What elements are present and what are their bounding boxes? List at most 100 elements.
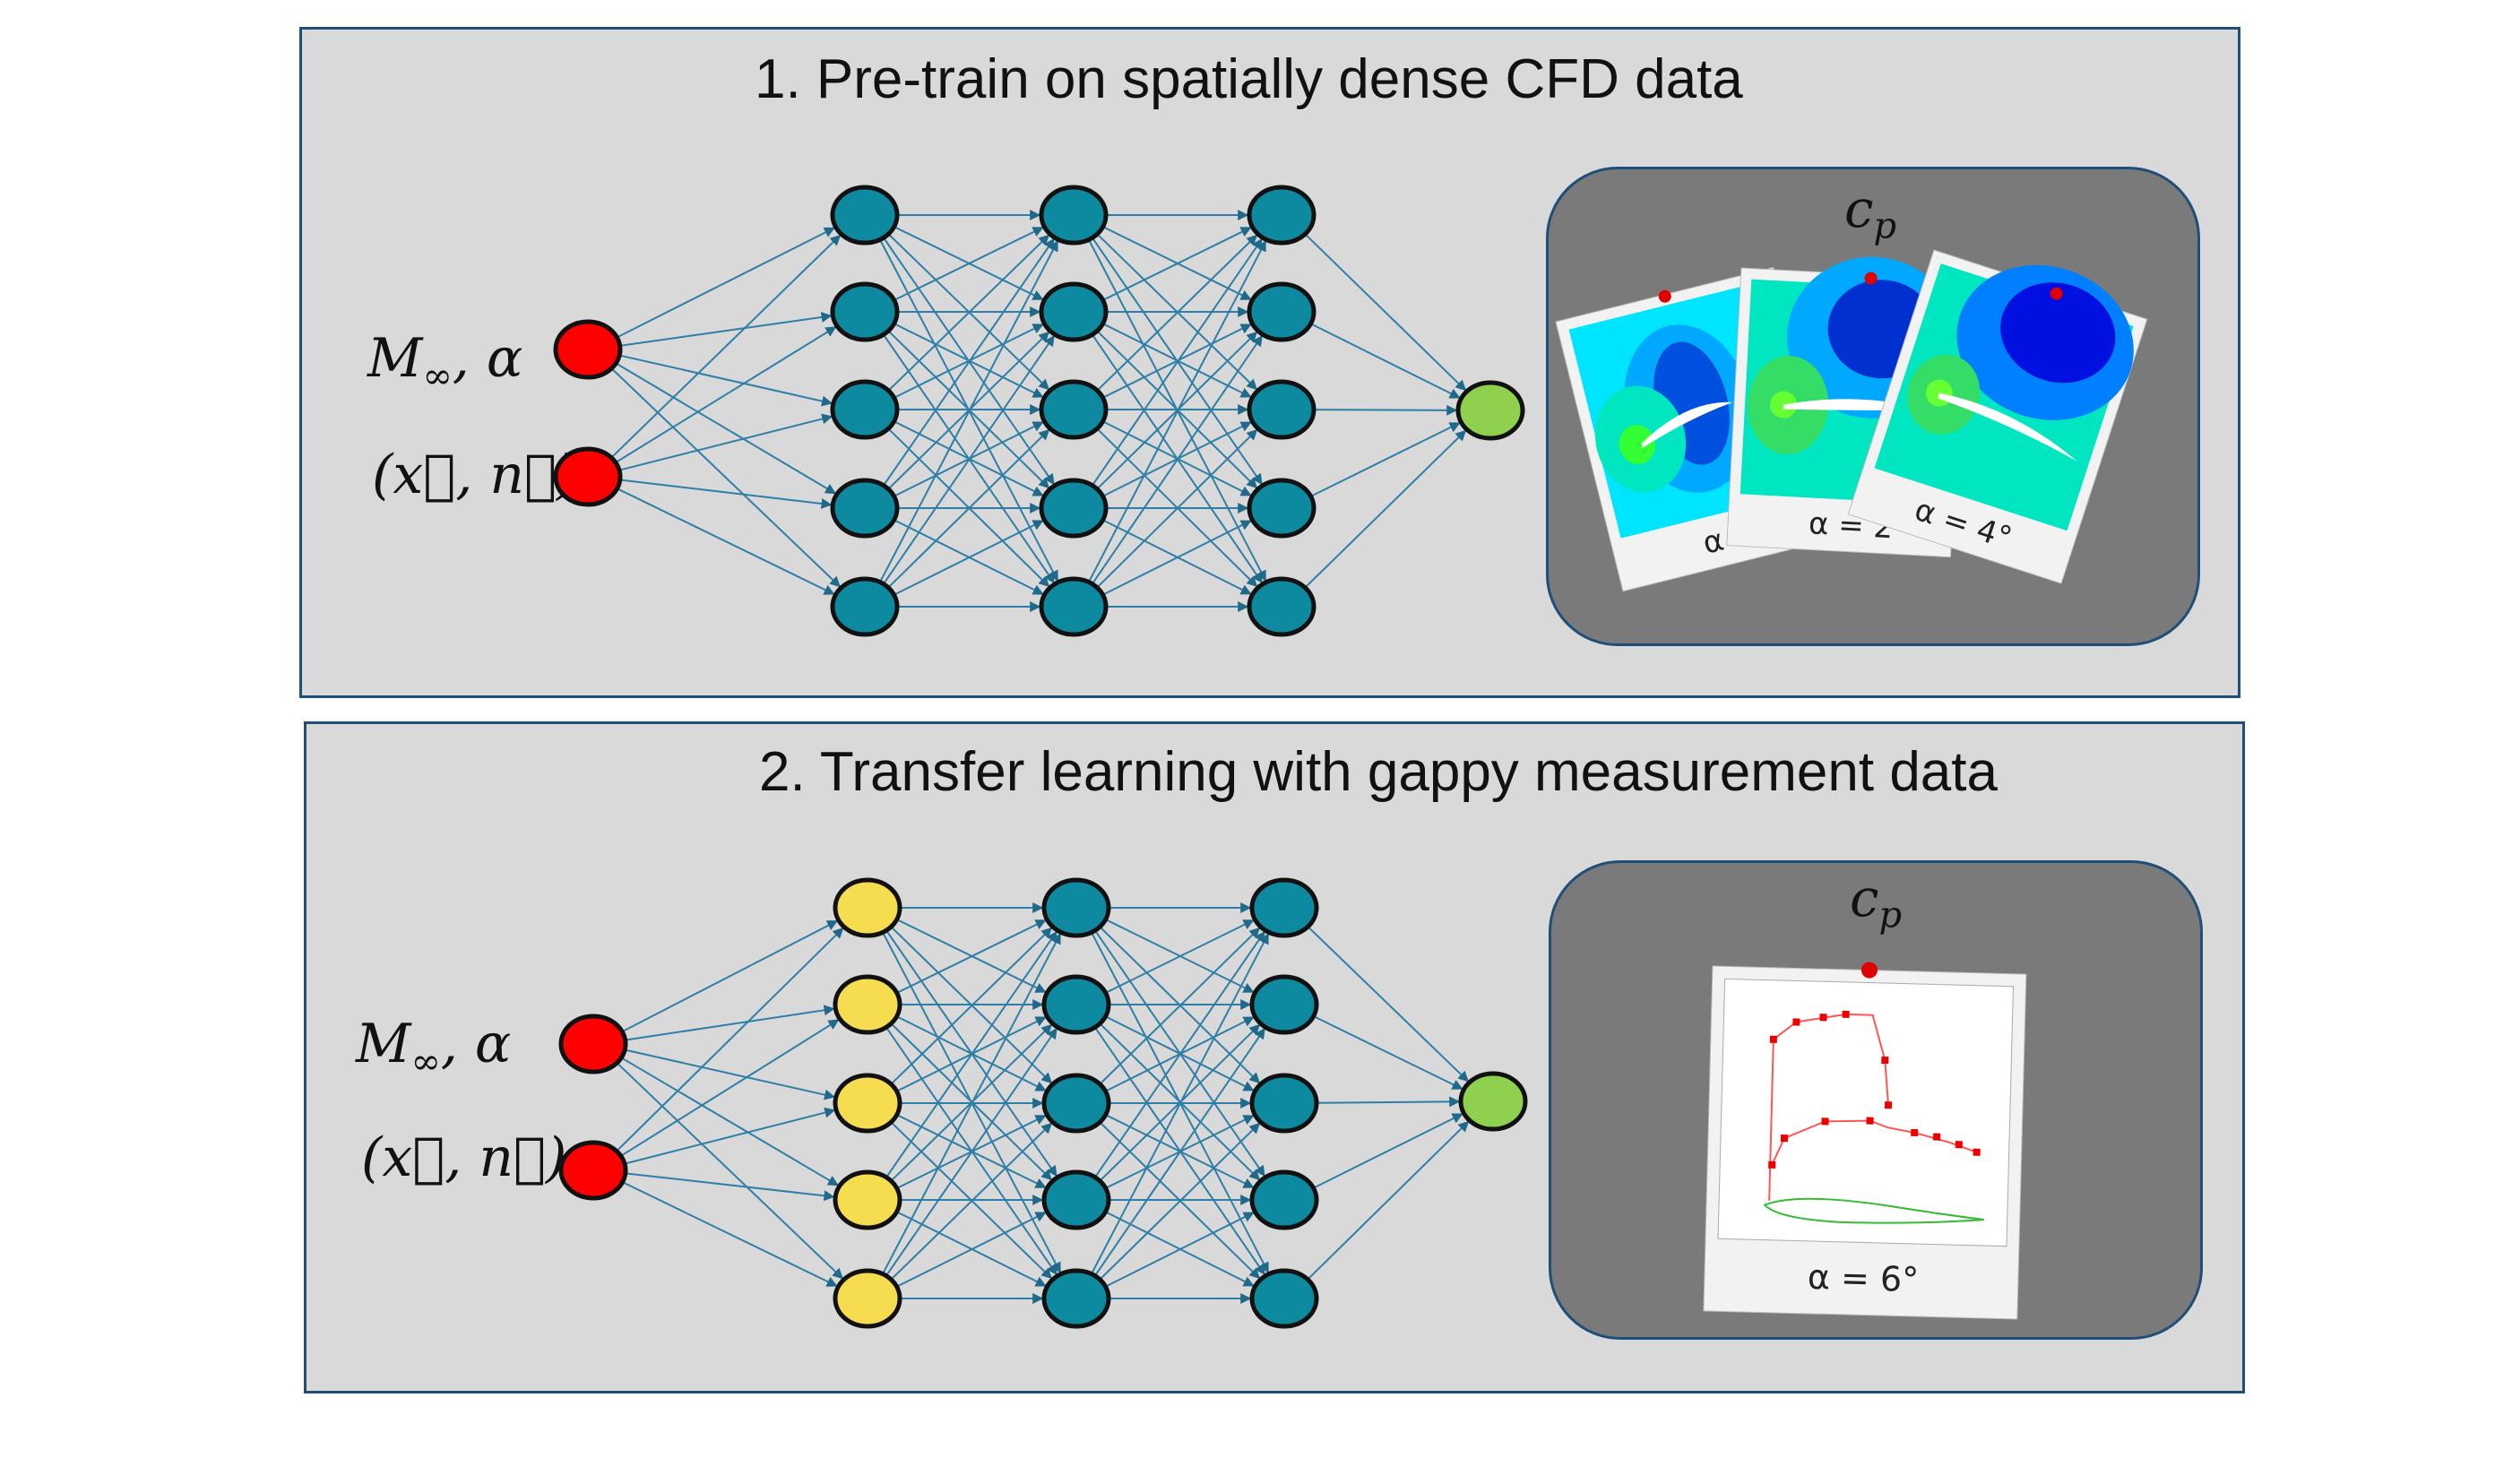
network-edge [1099,1122,1261,1281]
network-edge [610,367,842,588]
network-edge [890,927,1053,1085]
network-edge [620,1057,840,1186]
network-edge [894,520,1044,596]
hidden-node [1247,185,1317,246]
hidden-node [1247,379,1317,440]
network-edge [887,428,1050,589]
output-quantity-label: cp [1844,178,1897,247]
network-edge [885,1027,1058,1277]
measurement-photo-svg: α = 6° [1703,962,2027,1320]
hidden-node [1039,478,1109,539]
network-edge [1316,1096,1461,1108]
hidden-node [1041,877,1111,938]
panel-title: 1. Pre-train on spatially dense CFD data [755,48,1743,110]
input-label-position-normal: (x⃗, n⃗) [361,1126,567,1189]
neural-network-2 [558,877,1528,1329]
network-edge [615,362,837,495]
hidden-node [830,478,900,539]
network-edge [616,927,844,1152]
network-edge [1096,428,1258,589]
hidden-node [1039,379,1109,440]
network-edge [1313,1113,1463,1189]
network-edge [625,1005,835,1041]
output-node [1455,380,1525,441]
network-edge [618,413,833,471]
network-edge [1105,1212,1255,1288]
panel-title: 2. Transfer learning with gappy measurem… [759,741,1998,803]
hidden-node [833,877,902,938]
network-edge [1310,323,1461,399]
network-edge [610,234,842,459]
network-edge [882,933,1061,1275]
network-edge [896,1212,1047,1288]
network-edge [1093,1027,1265,1277]
network-edge [883,237,1055,487]
network-edge [615,326,837,463]
network-edge [621,919,839,1033]
network-edge [618,354,833,407]
hidden-node [1247,281,1317,342]
hidden-node [1039,576,1109,637]
network-edge [617,487,835,595]
hidden-node [1249,974,1319,1035]
network-edge [1313,1015,1463,1091]
hidden-node [1039,185,1109,246]
input-label-mach-alpha: M∞, α [356,1013,512,1083]
hidden-node [1249,877,1319,938]
input-node [558,1014,628,1074]
network-edge [894,226,1044,301]
network-edge [624,1048,836,1100]
measurement-snapshot-box: cp [1549,860,2203,1340]
hidden-node [1041,974,1111,1035]
input-node [558,1140,628,1201]
hidden-node [1247,478,1317,539]
network-edge [616,227,835,339]
measurement-photo-alpha-6: α = 6° [1703,962,2027,1320]
hidden-node [833,1268,902,1329]
hidden-node [833,1169,902,1230]
network-edge [619,479,833,509]
network-edge [625,1172,835,1202]
network-edge [882,334,1055,585]
input-label-mach-alpha: M∞, α [367,327,523,397]
network-edge [1307,1120,1470,1281]
hidden-node [830,379,900,440]
network-edge [1091,933,1270,1275]
network-edge [1304,429,1467,589]
network-edge [620,1019,840,1157]
network-edge [894,324,1044,399]
network-edge [1094,930,1265,1178]
hidden-node [833,974,902,1035]
network-edge [896,919,1047,994]
hidden-node [1041,1268,1111,1329]
input-node [553,319,623,380]
cfd-photos-svg: α = 0° α = 2° α = 4° [1555,249,2148,592]
network-edge [1102,520,1252,596]
network-edge [1304,233,1467,392]
hidden-node [1247,576,1317,637]
network-edge [1096,234,1258,392]
network-edge [1091,334,1263,585]
hidden-node [1249,1268,1319,1329]
cfd-snapshots-box: cp α = 0° α = 2° [1546,167,2200,646]
hidden-node [1041,1169,1111,1230]
hidden-node [1041,1073,1111,1134]
network-edge [1102,324,1252,399]
neural-network-1 [553,185,1525,637]
network-edge [624,1107,836,1165]
network-edge [1310,422,1461,497]
hidden-node [1039,281,1109,342]
hidden-node [1249,1169,1319,1230]
photo-caption: α = 6° [1807,1257,1919,1299]
output-quantity-label: cp [1850,867,1903,936]
network-edge [1087,240,1267,583]
network-edge [616,1062,844,1280]
network-edge [879,240,1059,583]
network-edge [1099,927,1261,1085]
network-edge [619,312,833,347]
hidden-node [833,1073,902,1134]
network-edge [887,234,1050,392]
input-label-position-normal: (x⃗, n⃗) [372,444,578,506]
network-edge [885,930,1058,1178]
